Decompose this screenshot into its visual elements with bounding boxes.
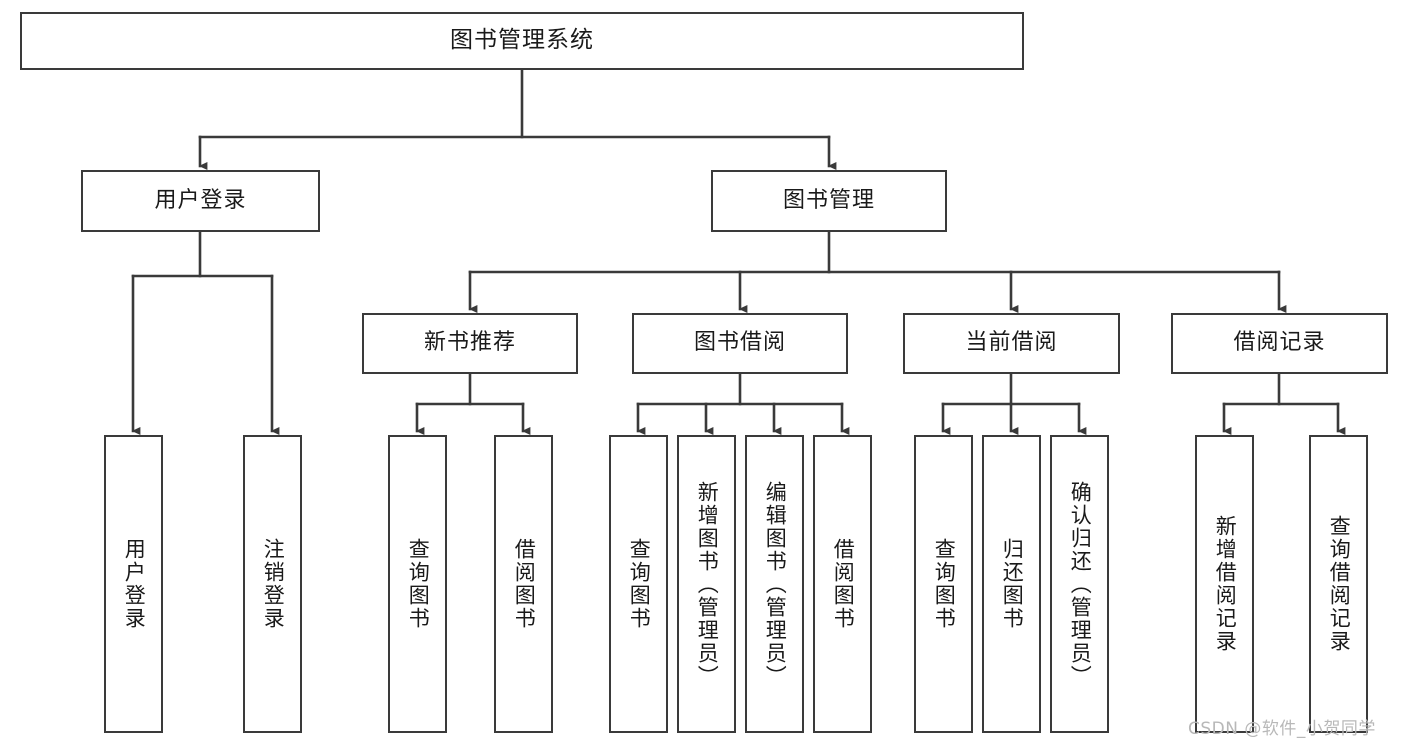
node-label: 图书管理 (782, 187, 875, 213)
node-book-borrow[interactable]: 图书借阅 (632, 313, 848, 374)
node-label: 用户登录 (154, 187, 247, 213)
node-label: 查询借阅记录 (1327, 515, 1352, 653)
node-label: 新增图书（管理员） (695, 480, 720, 688)
node-label: 归还图书 (1000, 538, 1025, 630)
leaf-new-book-borrow[interactable]: 借阅图书 (494, 435, 553, 733)
node-label: 图书管理系统 (450, 27, 594, 54)
leaf-user-login[interactable]: 用户登录 (104, 435, 163, 733)
node-label: 新书推荐 (423, 330, 516, 356)
node-new-book-recommend[interactable]: 新书推荐 (362, 313, 578, 374)
node-label: 确认归还（管理员） (1068, 480, 1093, 688)
node-label: 借阅图书 (831, 538, 856, 630)
leaf-record-add[interactable]: 新增借阅记录 (1195, 435, 1254, 733)
node-label: 图书借阅 (693, 330, 786, 356)
node-label: 注销登录 (261, 538, 286, 630)
node-label: 编辑图书（管理员） (763, 480, 788, 688)
leaf-record-query[interactable]: 查询借阅记录 (1309, 435, 1368, 733)
node-label: 查询图书 (627, 538, 652, 630)
leaf-current-confirm-return-admin[interactable]: 确认归还（管理员） (1050, 435, 1109, 733)
leaf-borrow-add-book-admin[interactable]: 新增图书（管理员） (677, 435, 736, 733)
node-label: 借阅图书 (512, 538, 537, 630)
leaf-current-query-book[interactable]: 查询图书 (914, 435, 973, 733)
node-label: 当前借阅 (965, 330, 1058, 356)
watermark: CSDN @软件_小贺同学 (1188, 719, 1376, 739)
node-label: 用户登录 (122, 538, 147, 630)
node-label: 借阅记录 (1233, 330, 1326, 356)
leaf-borrow-edit-book-admin[interactable]: 编辑图书（管理员） (745, 435, 804, 733)
node-borrow-record[interactable]: 借阅记录 (1171, 313, 1388, 374)
node-label: 查询图书 (406, 538, 431, 630)
leaf-current-return-book[interactable]: 归还图书 (982, 435, 1041, 733)
node-label: 新增借阅记录 (1213, 515, 1238, 653)
node-root-system[interactable]: 图书管理系统 (20, 12, 1024, 70)
leaf-new-book-query[interactable]: 查询图书 (388, 435, 447, 733)
leaf-borrow-borrow-book[interactable]: 借阅图书 (813, 435, 872, 733)
node-user-login[interactable]: 用户登录 (81, 170, 320, 232)
node-current-borrow[interactable]: 当前借阅 (903, 313, 1120, 374)
leaf-borrow-query-book[interactable]: 查询图书 (609, 435, 668, 733)
leaf-user-logout[interactable]: 注销登录 (243, 435, 302, 733)
node-label: 查询图书 (932, 538, 957, 630)
node-book-management[interactable]: 图书管理 (711, 170, 947, 232)
